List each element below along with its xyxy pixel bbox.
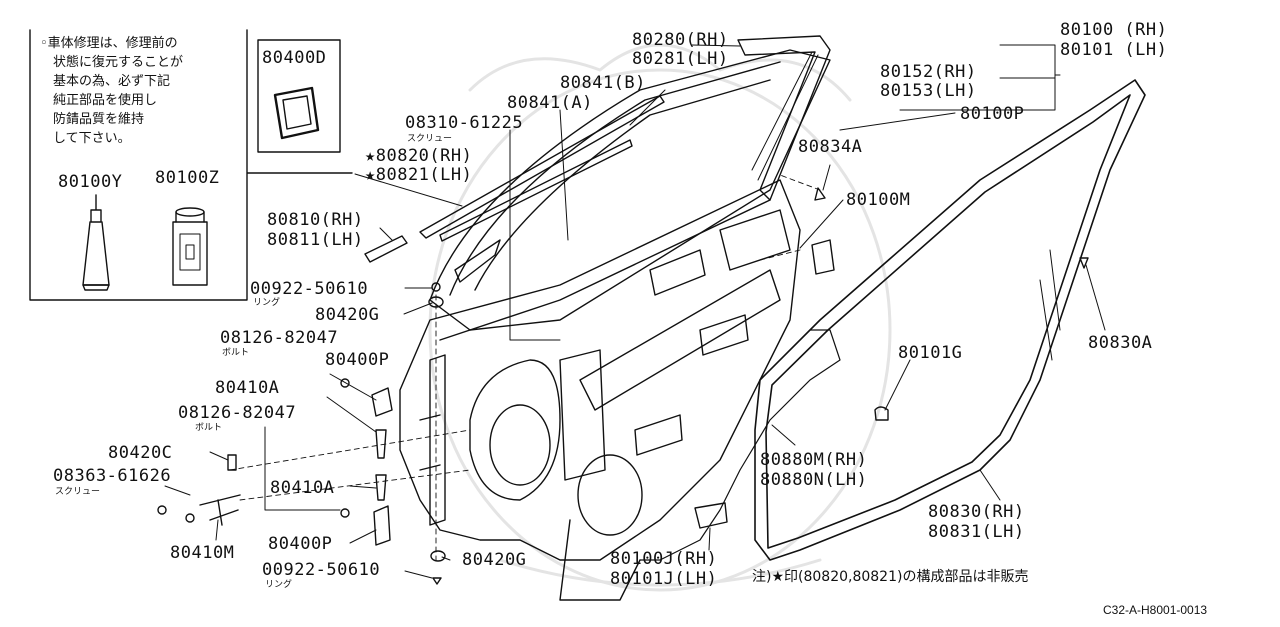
part-label-80100Y[interactable]: 80100Y [58, 172, 123, 192]
part-label-80834A[interactable]: 80834A [798, 137, 863, 157]
note-line: ◦車体修理は、修理前の [40, 36, 178, 51]
door-panel [399, 179, 841, 601]
part-sublabel-00922-top: リング [253, 298, 281, 308]
hinge-parts [157, 187, 1089, 585]
part-label-80410A-bottom[interactable]: 80410A [270, 478, 335, 498]
part-label-80400D[interactable]: 80400D [262, 48, 327, 68]
part-label-80281[interactable]: 80281(LH) [632, 49, 729, 69]
part-label-80101J[interactable]: 80101J(LH) [610, 569, 718, 589]
part-label-80100P[interactable]: 80100P [960, 104, 1025, 124]
part-label-80841B[interactable]: 80841(B) [560, 73, 646, 93]
footnote: 注)★印(80820,80821)の構成部品は非販売 [752, 569, 1029, 585]
part-sublabel-00922-bottom: リング [265, 580, 293, 590]
part-label-80101[interactable]: 80101 (LH) [1060, 40, 1168, 60]
part-label-80420G-bottom[interactable]: 80420G [462, 550, 527, 570]
part-label-80410A-top[interactable]: 80410A [215, 378, 280, 398]
part-label-80811[interactable]: 80811(LH) [267, 230, 364, 250]
part-label-80100J[interactable]: 80100J(RH) [610, 549, 718, 569]
part-80100Y-tube [82, 194, 110, 291]
molding-80841 [419, 95, 665, 242]
part-label-80280[interactable]: 80280(RH) [632, 30, 729, 50]
part-label-80152[interactable]: 80152(RH) [880, 62, 977, 82]
part-label-80400P-bottom[interactable]: 80400P [268, 534, 333, 554]
note-line: 基本の為、必ず下記 [53, 74, 171, 89]
part-sublabel-08310: スクリュー [407, 134, 453, 144]
note-line: して下さい。 [53, 131, 131, 146]
part-label-80100Z[interactable]: 80100Z [155, 168, 220, 188]
part-label-80400P-top[interactable]: 80400P [325, 350, 390, 370]
note-line: 防錆品質を維持 [53, 112, 145, 127]
part-label-08310[interactable]: 08310-61225 [405, 113, 524, 133]
part-label-00922-bottom[interactable]: 00922-50610 [262, 560, 381, 580]
note-box-frame [29, 29, 353, 301]
note-line: 状態に復元することが [53, 55, 184, 70]
part-label-80420G-top[interactable]: 80420G [315, 305, 380, 325]
part-label-80101G[interactable]: 80101G [898, 343, 963, 363]
part-sublabel-08126-bottom: ボルト [195, 423, 223, 433]
note-line: 純正部品を使用し [53, 93, 158, 108]
part-sublabel-08126-top: ボルト [222, 348, 250, 358]
part-label-08126-top[interactable]: 08126-82047 [220, 328, 339, 348]
part-label-80820[interactable]: ★80820(RH) [365, 146, 473, 166]
part-label-80880M[interactable]: 80880M(RH) [760, 450, 868, 470]
watermark [428, 43, 892, 592]
sash-80280 [737, 35, 831, 201]
part-label-80821[interactable]: ★80821(LH) [365, 165, 473, 185]
part-label-80830A[interactable]: 80830A [1088, 333, 1153, 353]
part-label-80100M[interactable]: 80100M [846, 190, 911, 210]
part-80100Z-can [172, 207, 208, 286]
part-label-80830[interactable]: 80830(RH) [928, 502, 1025, 522]
assembly-dashes [229, 174, 821, 561]
part-label-00922-top[interactable]: 00922-50610 [250, 279, 369, 299]
part-label-80810[interactable]: 80810(RH) [267, 210, 364, 230]
part-label-80410M[interactable]: 80410M [170, 543, 235, 563]
leader-lines [164, 44, 1106, 579]
part-80400D-drawing [257, 39, 341, 153]
drawing-reference: C32-A-H8001-0013 [1103, 603, 1208, 617]
part-label-08363[interactable]: 08363-61626 [53, 466, 172, 486]
part-label-80420C[interactable]: 80420C [108, 443, 173, 463]
part-label-80880N[interactable]: 80880N(LH) [760, 470, 868, 490]
part-label-80841A[interactable]: 80841(A) [507, 93, 593, 113]
part-label-80100[interactable]: 80100 (RH) [1060, 20, 1168, 40]
weatherstrip-80830 [754, 79, 1146, 561]
part-label-08126-bottom[interactable]: 08126-82047 [178, 403, 297, 423]
part-sublabel-08363: スクリュー [55, 487, 101, 497]
part-label-80831[interactable]: 80831(LH) [928, 522, 1025, 542]
part-label-80153[interactable]: 80153(LH) [880, 81, 977, 101]
